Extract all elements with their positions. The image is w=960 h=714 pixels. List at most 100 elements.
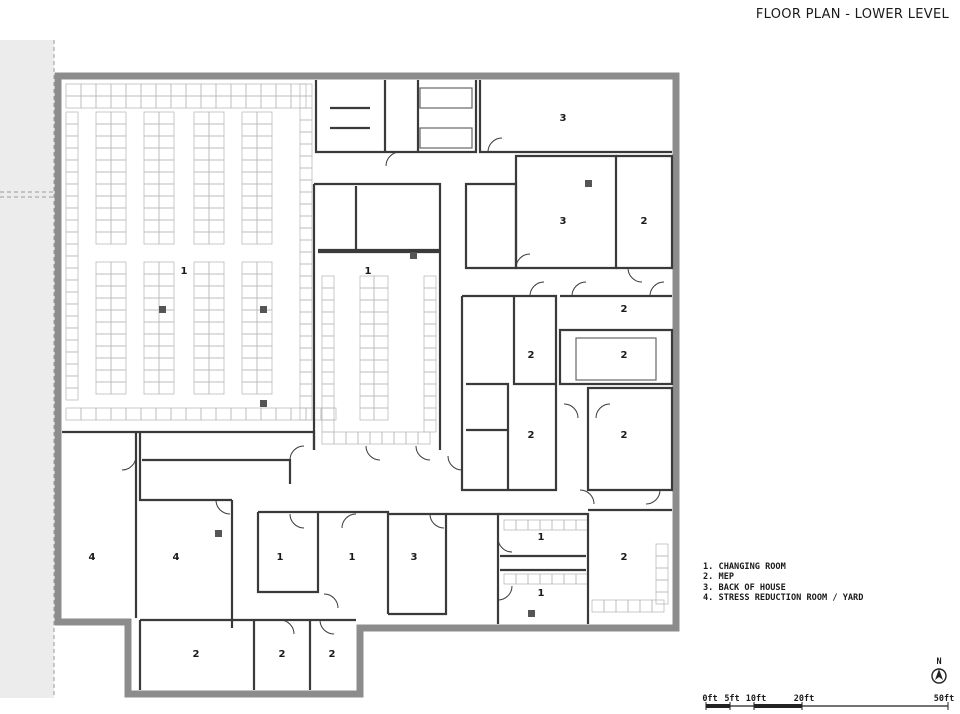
locker-tile [110, 261, 127, 275]
locker-tile [299, 131, 313, 145]
locker-tile [423, 311, 437, 325]
locker-tile [563, 519, 577, 531]
locker-tile [95, 261, 112, 275]
locker-tile [65, 267, 79, 281]
locker-tile [208, 261, 225, 275]
locker-tile [158, 261, 175, 275]
locker-tile [65, 171, 79, 185]
locker-tile [299, 191, 313, 205]
locker-tile [260, 95, 277, 109]
locker-tile [143, 273, 160, 287]
locker-tile [143, 381, 160, 395]
locker-tile [333, 431, 347, 445]
locker-tile [140, 83, 157, 97]
locker-tile [110, 321, 127, 335]
locker-tile [299, 371, 313, 385]
locker-tile [65, 135, 79, 149]
locker-tile [359, 407, 375, 421]
locker-tile [125, 95, 142, 109]
scale-10: 10ft [746, 694, 766, 704]
locker-tile [359, 275, 375, 289]
scale-bar: 0ft 5ft 10ft 20ft 50ft [702, 694, 954, 710]
locker-tile [563, 573, 577, 585]
locker-tile [193, 285, 210, 299]
locker-tile [143, 309, 160, 323]
locker-tile [299, 299, 313, 313]
locker-tile [110, 309, 127, 323]
locker-tile [373, 407, 389, 421]
locker-tile [158, 321, 175, 335]
scale-5: 5ft [724, 694, 739, 704]
locker-tile [359, 347, 375, 361]
locker-tile [359, 359, 375, 373]
room-mep-low-right: 2 [621, 552, 628, 563]
locker-tile [241, 261, 258, 275]
locker-tile [230, 407, 247, 421]
locker-tile [95, 219, 112, 233]
locker-tile [158, 111, 175, 125]
locker-tile [158, 171, 175, 185]
locker-tile [299, 359, 313, 373]
locker-tile [245, 407, 262, 421]
locker-tile [639, 599, 653, 613]
locker-tile [158, 159, 175, 173]
locker-tile [208, 219, 225, 233]
locker-tile [299, 215, 313, 229]
locker-tile [208, 111, 225, 125]
locker-tile [241, 219, 258, 233]
locker-tile [155, 83, 172, 97]
locker-tile [245, 95, 262, 109]
locker-tile [158, 219, 175, 233]
locker-tile [193, 297, 210, 311]
locker-tile [359, 299, 375, 313]
locker-tile [143, 297, 160, 311]
locker-tile [256, 123, 273, 137]
locker-tile [321, 299, 335, 313]
locker-tile [110, 171, 127, 185]
locker-tile [539, 573, 553, 585]
locker-tile [299, 395, 313, 409]
legend-item-changing-room: 1. CHANGING ROOM [703, 562, 786, 572]
locker-tile [143, 321, 160, 335]
locker-tile [65, 407, 82, 421]
locker-tile [256, 219, 273, 233]
locker-tile [65, 315, 79, 329]
locker-tile [65, 243, 79, 257]
locker-tile [143, 357, 160, 371]
locker-tile [110, 195, 127, 209]
locker-tile [290, 407, 307, 421]
locker-tile [241, 297, 258, 311]
locker-tile [95, 273, 112, 287]
locker-tile [208, 147, 225, 161]
locker-tile [299, 251, 313, 265]
locker-tile [158, 369, 175, 383]
locker-tile [110, 345, 127, 359]
locker-tile [110, 407, 127, 421]
locker-tile [551, 573, 565, 585]
locker-tile [256, 261, 273, 275]
locker-tile [357, 431, 371, 445]
locker-tile [65, 83, 82, 97]
room-back-top: 3 [560, 113, 567, 124]
locker-tile [95, 159, 112, 173]
locker-tile [143, 333, 160, 347]
locker-tile [373, 323, 389, 337]
locker-tile [110, 183, 127, 197]
locker-tile [575, 573, 589, 585]
locker-tile [373, 299, 389, 313]
locker-tile [515, 573, 529, 585]
room-mep-bottom-a: 2 [193, 649, 200, 660]
locker-tile [95, 407, 112, 421]
locker-tile [110, 159, 127, 173]
locker-tile [373, 359, 389, 373]
room-back-center: 3 [560, 216, 567, 227]
locker-tile [95, 123, 112, 137]
locker-tile [423, 323, 437, 337]
locker-tile [373, 275, 389, 289]
locker-tile [423, 371, 437, 385]
locker-tile [423, 383, 437, 397]
locker-tile [373, 287, 389, 301]
locker-tile [95, 183, 112, 197]
locker-tile [241, 147, 258, 161]
locker-tile [158, 147, 175, 161]
